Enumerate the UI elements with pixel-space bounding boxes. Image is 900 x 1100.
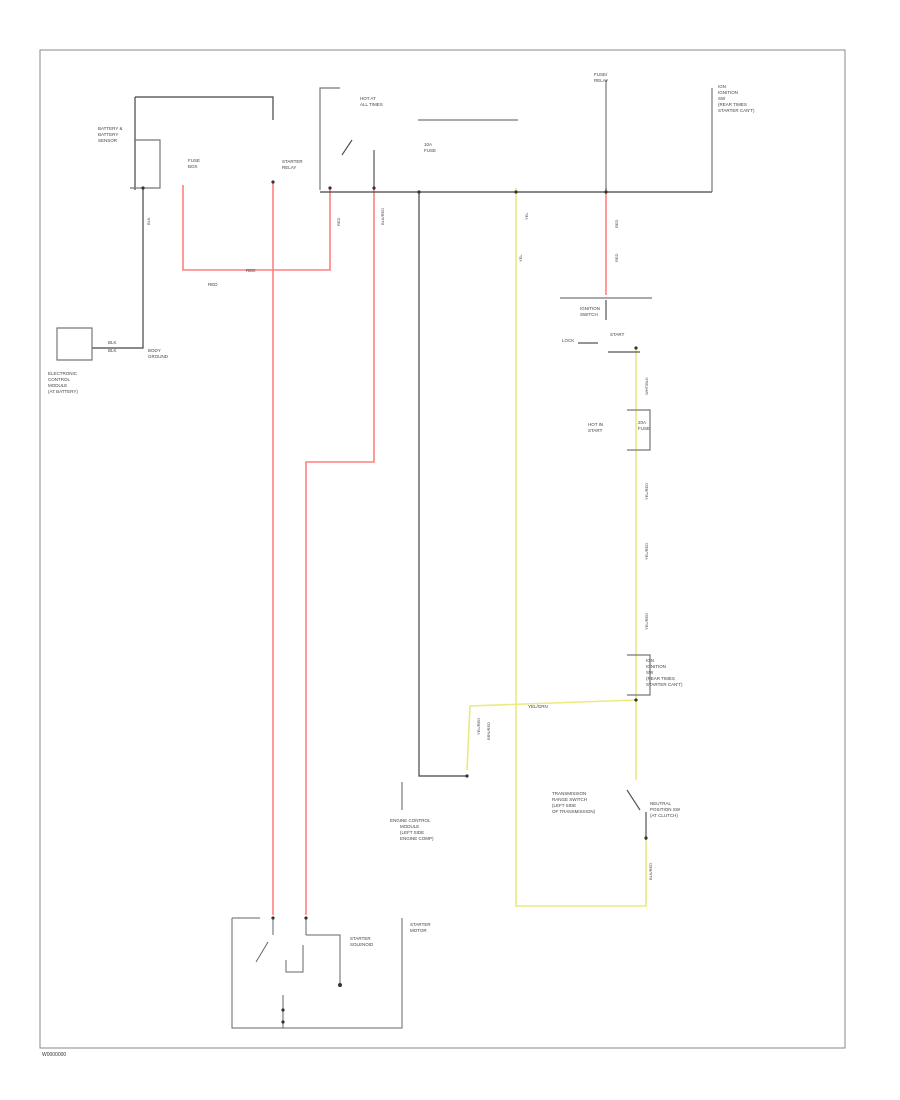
figure-id: W0000000 [42, 1052, 66, 1058]
fuse-box-frame [319, 87, 340, 190]
wire-label-red-2: RED [336, 217, 341, 226]
black-wire-ecm [418, 192, 467, 777]
wire-label-red-main: RED [246, 268, 256, 273]
wire-label-blk-red-2: BLK [146, 217, 151, 225]
wire-label-yellow-1: YEL [524, 212, 529, 220]
wire-label-red-1: RED [208, 282, 218, 287]
wire-label-yel-red-4: YEL/RED [476, 718, 481, 735]
red-wire-battery-to-fuse [182, 185, 331, 271]
wire-label-wht-blk: WHT/BLK [644, 377, 649, 395]
neutral-box [627, 654, 651, 696]
diagram-frame [39, 49, 846, 1049]
box-top-left [135, 96, 274, 120]
fuse-20a-box [627, 409, 651, 451]
wire-label-yel-red-3: YEL/RED [644, 613, 649, 630]
red-wires [182, 182, 607, 915]
wire-label-yel-red-1: YEL/RED [644, 483, 649, 500]
wire-label-red-4: RED [614, 253, 619, 262]
terminal-dots [141, 180, 648, 1024]
wire-label-yel-grn: YEL/GRN [528, 704, 548, 709]
ign-switch-contacts [578, 300, 640, 353]
relay-switch [341, 139, 375, 190]
wire-labels: RED RED RED RED RED YEL YEL BLK BLK WHT/… [108, 208, 653, 880]
black-wires [56, 80, 713, 840]
ground-box [56, 327, 93, 361]
fuse-relay-box-label: FUSE/RELAY [594, 72, 608, 83]
wire-label-black-1: BLK [108, 340, 117, 345]
wire-label-blk-red: BLK/RED [648, 863, 653, 880]
yellow-wire-to-ecm [466, 699, 637, 771]
yellow-wires [466, 188, 647, 907]
battery-box [130, 139, 161, 189]
starter-box [231, 917, 403, 1029]
transmission-switch [626, 789, 647, 840]
black-wire-ground [92, 188, 144, 349]
wire-label-blk-red-3: BLK/RED [380, 208, 385, 225]
yellow-wire-main [515, 188, 647, 907]
red-wire-relay-to-starter [305, 188, 375, 915]
wire-label-yellow-2: YEL [518, 254, 523, 262]
wire-label-red-3: RED [614, 219, 619, 228]
wire-label-yel-red-2: YEL/RED [644, 543, 649, 560]
wire-label-bright-grn: BRN/RED [486, 722, 491, 740]
wire-label-black-2: BLK [108, 348, 117, 353]
starter-contacts [255, 918, 341, 985]
lock-start-label: LOCKSTART [562, 332, 625, 343]
